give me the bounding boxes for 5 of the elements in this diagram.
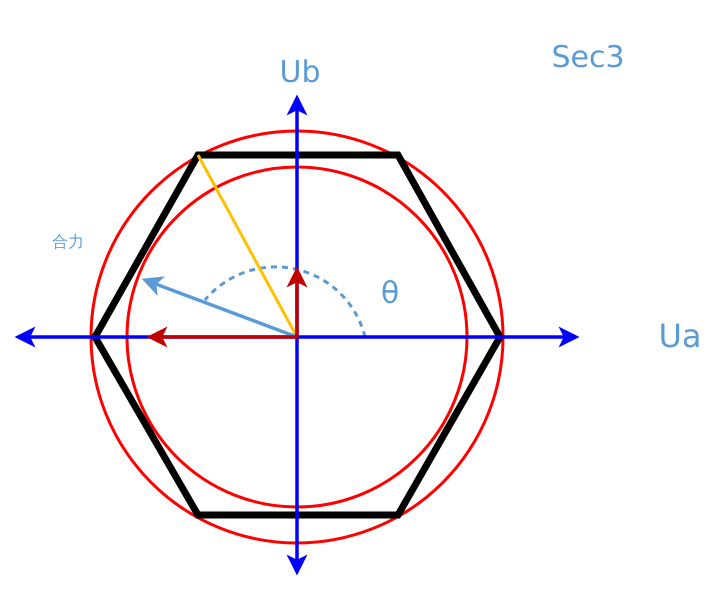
vector-label: 合力 <box>52 234 84 250</box>
angle-label: θ <box>380 279 400 309</box>
section-label: Sec3 <box>551 43 625 73</box>
axis-label: Ua <box>658 320 702 352</box>
axis-label: Ub <box>280 58 320 88</box>
